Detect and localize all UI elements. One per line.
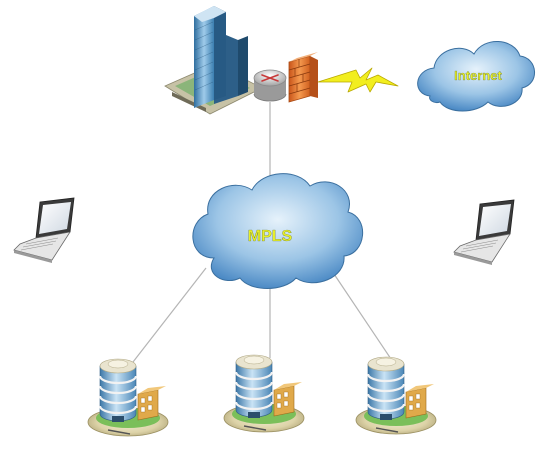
laptop-icon xyxy=(13,197,75,263)
lightning-link-icon xyxy=(317,67,399,93)
internet-cloud-icon: Internet xyxy=(417,41,535,112)
mpls-cloud-icon: MPLS xyxy=(192,173,363,289)
mpls-label: MPLS xyxy=(248,228,293,245)
internet-label: Internet xyxy=(454,68,502,83)
skyscraper-icon xyxy=(164,6,263,115)
link-mpls-branch-3 xyxy=(329,267,394,363)
office-building-icon xyxy=(222,353,306,434)
link-mpls-branch-1 xyxy=(132,267,207,363)
laptop-icon xyxy=(453,199,515,265)
office-building-icon xyxy=(86,357,170,438)
router-icon xyxy=(253,69,287,102)
links xyxy=(132,67,399,363)
office-building-icon xyxy=(354,355,438,436)
firewall-icon xyxy=(288,52,318,103)
